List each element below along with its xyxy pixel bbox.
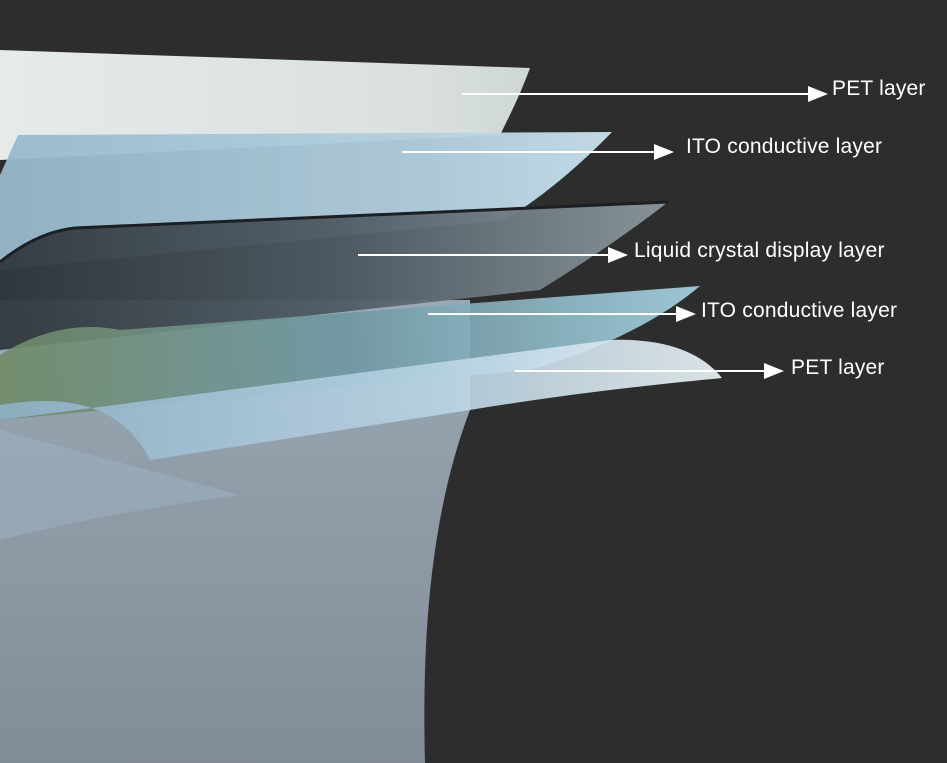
label-pet-top: PET layer — [832, 77, 926, 100]
pet-top-sheet — [0, 50, 530, 160]
label-pet-bottom: PET layer — [791, 356, 885, 379]
label-lcd: Liquid crystal display layer — [634, 239, 885, 262]
arrow-ito-bottom-head — [676, 306, 696, 322]
arrow-lcd-head — [608, 247, 628, 263]
sheet-shadow — [0, 430, 240, 540]
arrow-ito-top-head — [654, 144, 674, 160]
pet-bottom-sheet — [0, 339, 722, 460]
callout-arrows — [358, 86, 828, 379]
label-ito-bottom: ITO conductive layer — [701, 299, 898, 322]
lcd-edge — [0, 200, 669, 264]
ito-bottom-sheet — [0, 286, 700, 420]
arrow-pet-bottom-head — [764, 363, 784, 379]
label-ito-top: ITO conductive layer — [686, 135, 883, 158]
arrow-pet-top-head — [808, 86, 828, 102]
lcd-sheet — [0, 202, 668, 350]
